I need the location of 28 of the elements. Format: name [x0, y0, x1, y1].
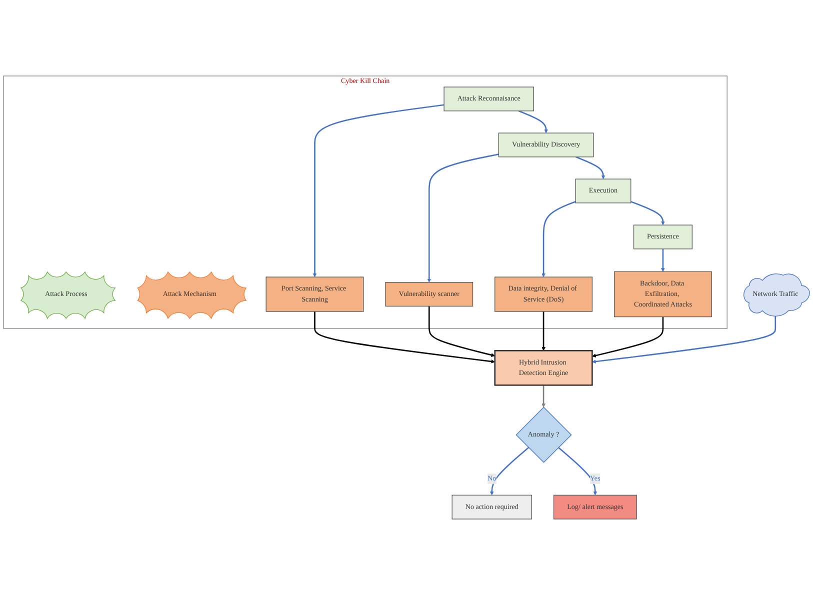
node-box	[494, 276, 593, 312]
node-box	[444, 86, 534, 112]
arrow	[558, 447, 598, 496]
arrow	[490, 447, 530, 496]
cluster	[3, 76, 728, 329]
arrow	[661, 248, 665, 272]
arrow	[592, 316, 664, 358]
arrow	[314, 312, 496, 364]
arrow	[630, 201, 665, 226]
arrow	[592, 315, 776, 364]
node-box	[614, 271, 712, 318]
arrow	[428, 306, 496, 357]
node-box	[553, 494, 637, 520]
node-box	[633, 224, 692, 250]
arrow	[427, 154, 499, 282]
node-box	[575, 178, 632, 204]
node-diamond	[516, 406, 572, 463]
arrow	[542, 201, 576, 278]
arrow	[576, 156, 606, 180]
node-box	[385, 282, 474, 307]
arrow	[542, 385, 546, 408]
node-box	[498, 132, 594, 158]
node-box	[494, 350, 593, 386]
node-box	[266, 276, 364, 312]
arrow	[312, 104, 444, 278]
arrow	[518, 110, 548, 134]
node-box	[452, 494, 532, 520]
arrow	[542, 312, 546, 351]
